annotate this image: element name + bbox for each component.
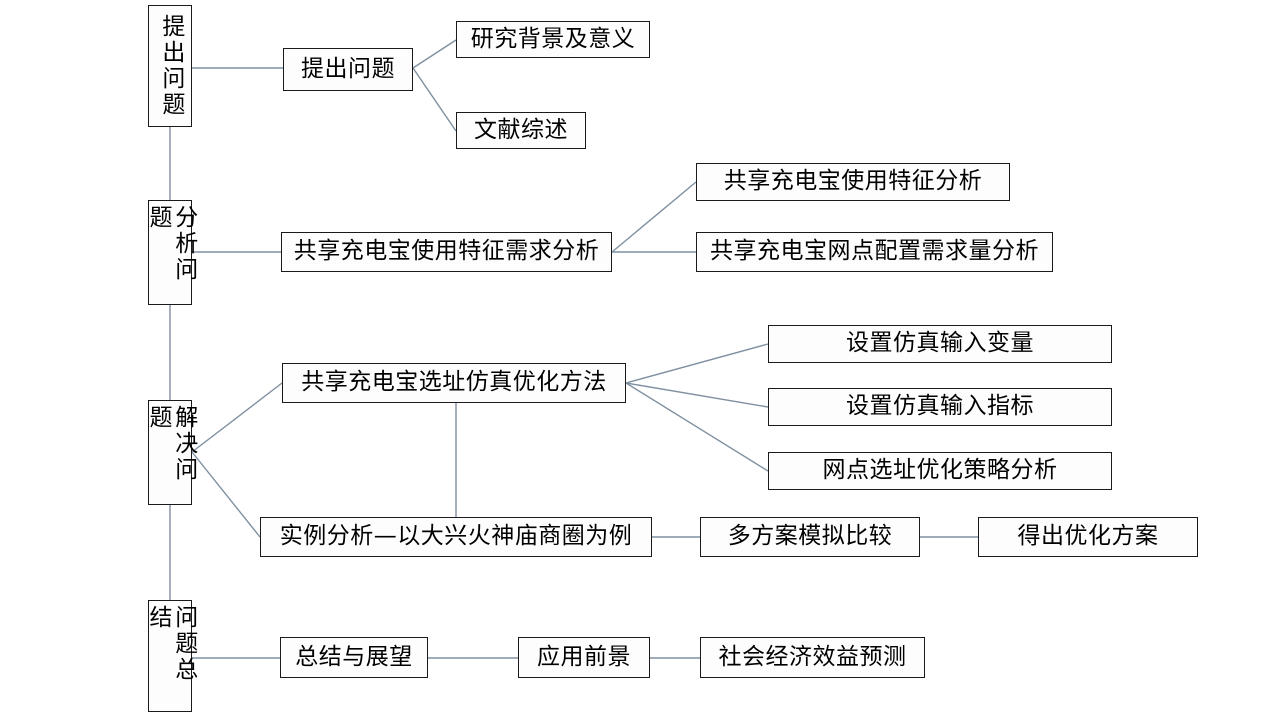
n-strategy[interactable]: 网点选址优化策略分析 bbox=[768, 452, 1112, 490]
n-benefit-label: 社会经济效益预测 bbox=[718, 643, 907, 670]
connector-line bbox=[412, 67, 457, 132]
stage-summary[interactable]: 问题总结 bbox=[145, 600, 197, 712]
stage-analyze-label: 分析问题 bbox=[145, 205, 197, 283]
n-site-demand-label: 共享充电宝网点配置需求量分析 bbox=[710, 238, 1039, 265]
n-background-label: 研究背景及意义 bbox=[470, 25, 636, 52]
n-background[interactable]: 研究背景及意义 bbox=[456, 21, 650, 58]
n-case-study-label: 实例分析—以大兴火神庙商圈为例 bbox=[279, 523, 633, 550]
connector-line bbox=[611, 181, 697, 253]
n-application-label: 应用前景 bbox=[537, 643, 631, 670]
stage-summary-label: 问题总结 bbox=[145, 605, 197, 683]
n-final-scheme-label: 得出优化方案 bbox=[1017, 523, 1159, 550]
n-demand[interactable]: 共享充电宝使用特征需求分析 bbox=[281, 232, 612, 272]
n-sim-method-label: 共享充电宝选址仿真优化方法 bbox=[301, 369, 607, 396]
n-input-index[interactable]: 设置仿真输入指标 bbox=[768, 388, 1112, 426]
n-final-scheme[interactable]: 得出优化方案 bbox=[978, 517, 1198, 557]
n-usage-feature[interactable]: 共享充电宝使用特征分析 bbox=[696, 163, 1010, 201]
n-conclusion[interactable]: 总结与展望 bbox=[280, 637, 428, 678]
n-multi-scheme[interactable]: 多方案模拟比较 bbox=[700, 517, 920, 557]
n-case-study[interactable]: 实例分析—以大兴火神庙商圈为例 bbox=[260, 517, 652, 557]
connector-line bbox=[625, 382, 769, 408]
n-application[interactable]: 应用前景 bbox=[518, 637, 650, 678]
stage-analyze[interactable]: 分析问题 bbox=[145, 200, 197, 305]
stage-raise[interactable]: 提出问题 bbox=[148, 5, 192, 127]
n-input-var[interactable]: 设置仿真输入变量 bbox=[768, 325, 1112, 363]
stage-raise-label: 提出问题 bbox=[157, 14, 184, 118]
n-input-var-label: 设置仿真输入变量 bbox=[846, 330, 1034, 357]
stage-solve[interactable]: 解决问题 bbox=[145, 400, 197, 505]
n-strategy-label: 网点选址优化策略分析 bbox=[822, 457, 1058, 484]
n-raise-q[interactable]: 提出问题 bbox=[283, 48, 413, 91]
connector-line bbox=[412, 39, 457, 69]
connector-line bbox=[191, 451, 261, 538]
connector-line bbox=[625, 382, 769, 472]
n-literature-label: 文献综述 bbox=[474, 116, 568, 143]
n-literature[interactable]: 文献综述 bbox=[456, 112, 586, 149]
n-conclusion-label: 总结与展望 bbox=[295, 643, 413, 670]
n-demand-label: 共享充电宝使用特征需求分析 bbox=[293, 238, 600, 265]
n-benefit[interactable]: 社会经济效益预测 bbox=[700, 637, 925, 678]
n-input-index-label: 设置仿真输入指标 bbox=[846, 393, 1034, 420]
n-multi-scheme-label: 多方案模拟比较 bbox=[727, 523, 893, 550]
n-raise-q-label: 提出问题 bbox=[301, 55, 395, 82]
stage-solve-label: 解决问题 bbox=[145, 405, 197, 483]
n-sim-method[interactable]: 共享充电宝选址仿真优化方法 bbox=[282, 363, 626, 403]
connector-line bbox=[191, 382, 283, 453]
n-usage-feature-label: 共享充电宝使用特征分析 bbox=[723, 168, 983, 195]
connector-line bbox=[625, 343, 769, 384]
n-site-demand[interactable]: 共享充电宝网点配置需求量分析 bbox=[696, 232, 1053, 272]
